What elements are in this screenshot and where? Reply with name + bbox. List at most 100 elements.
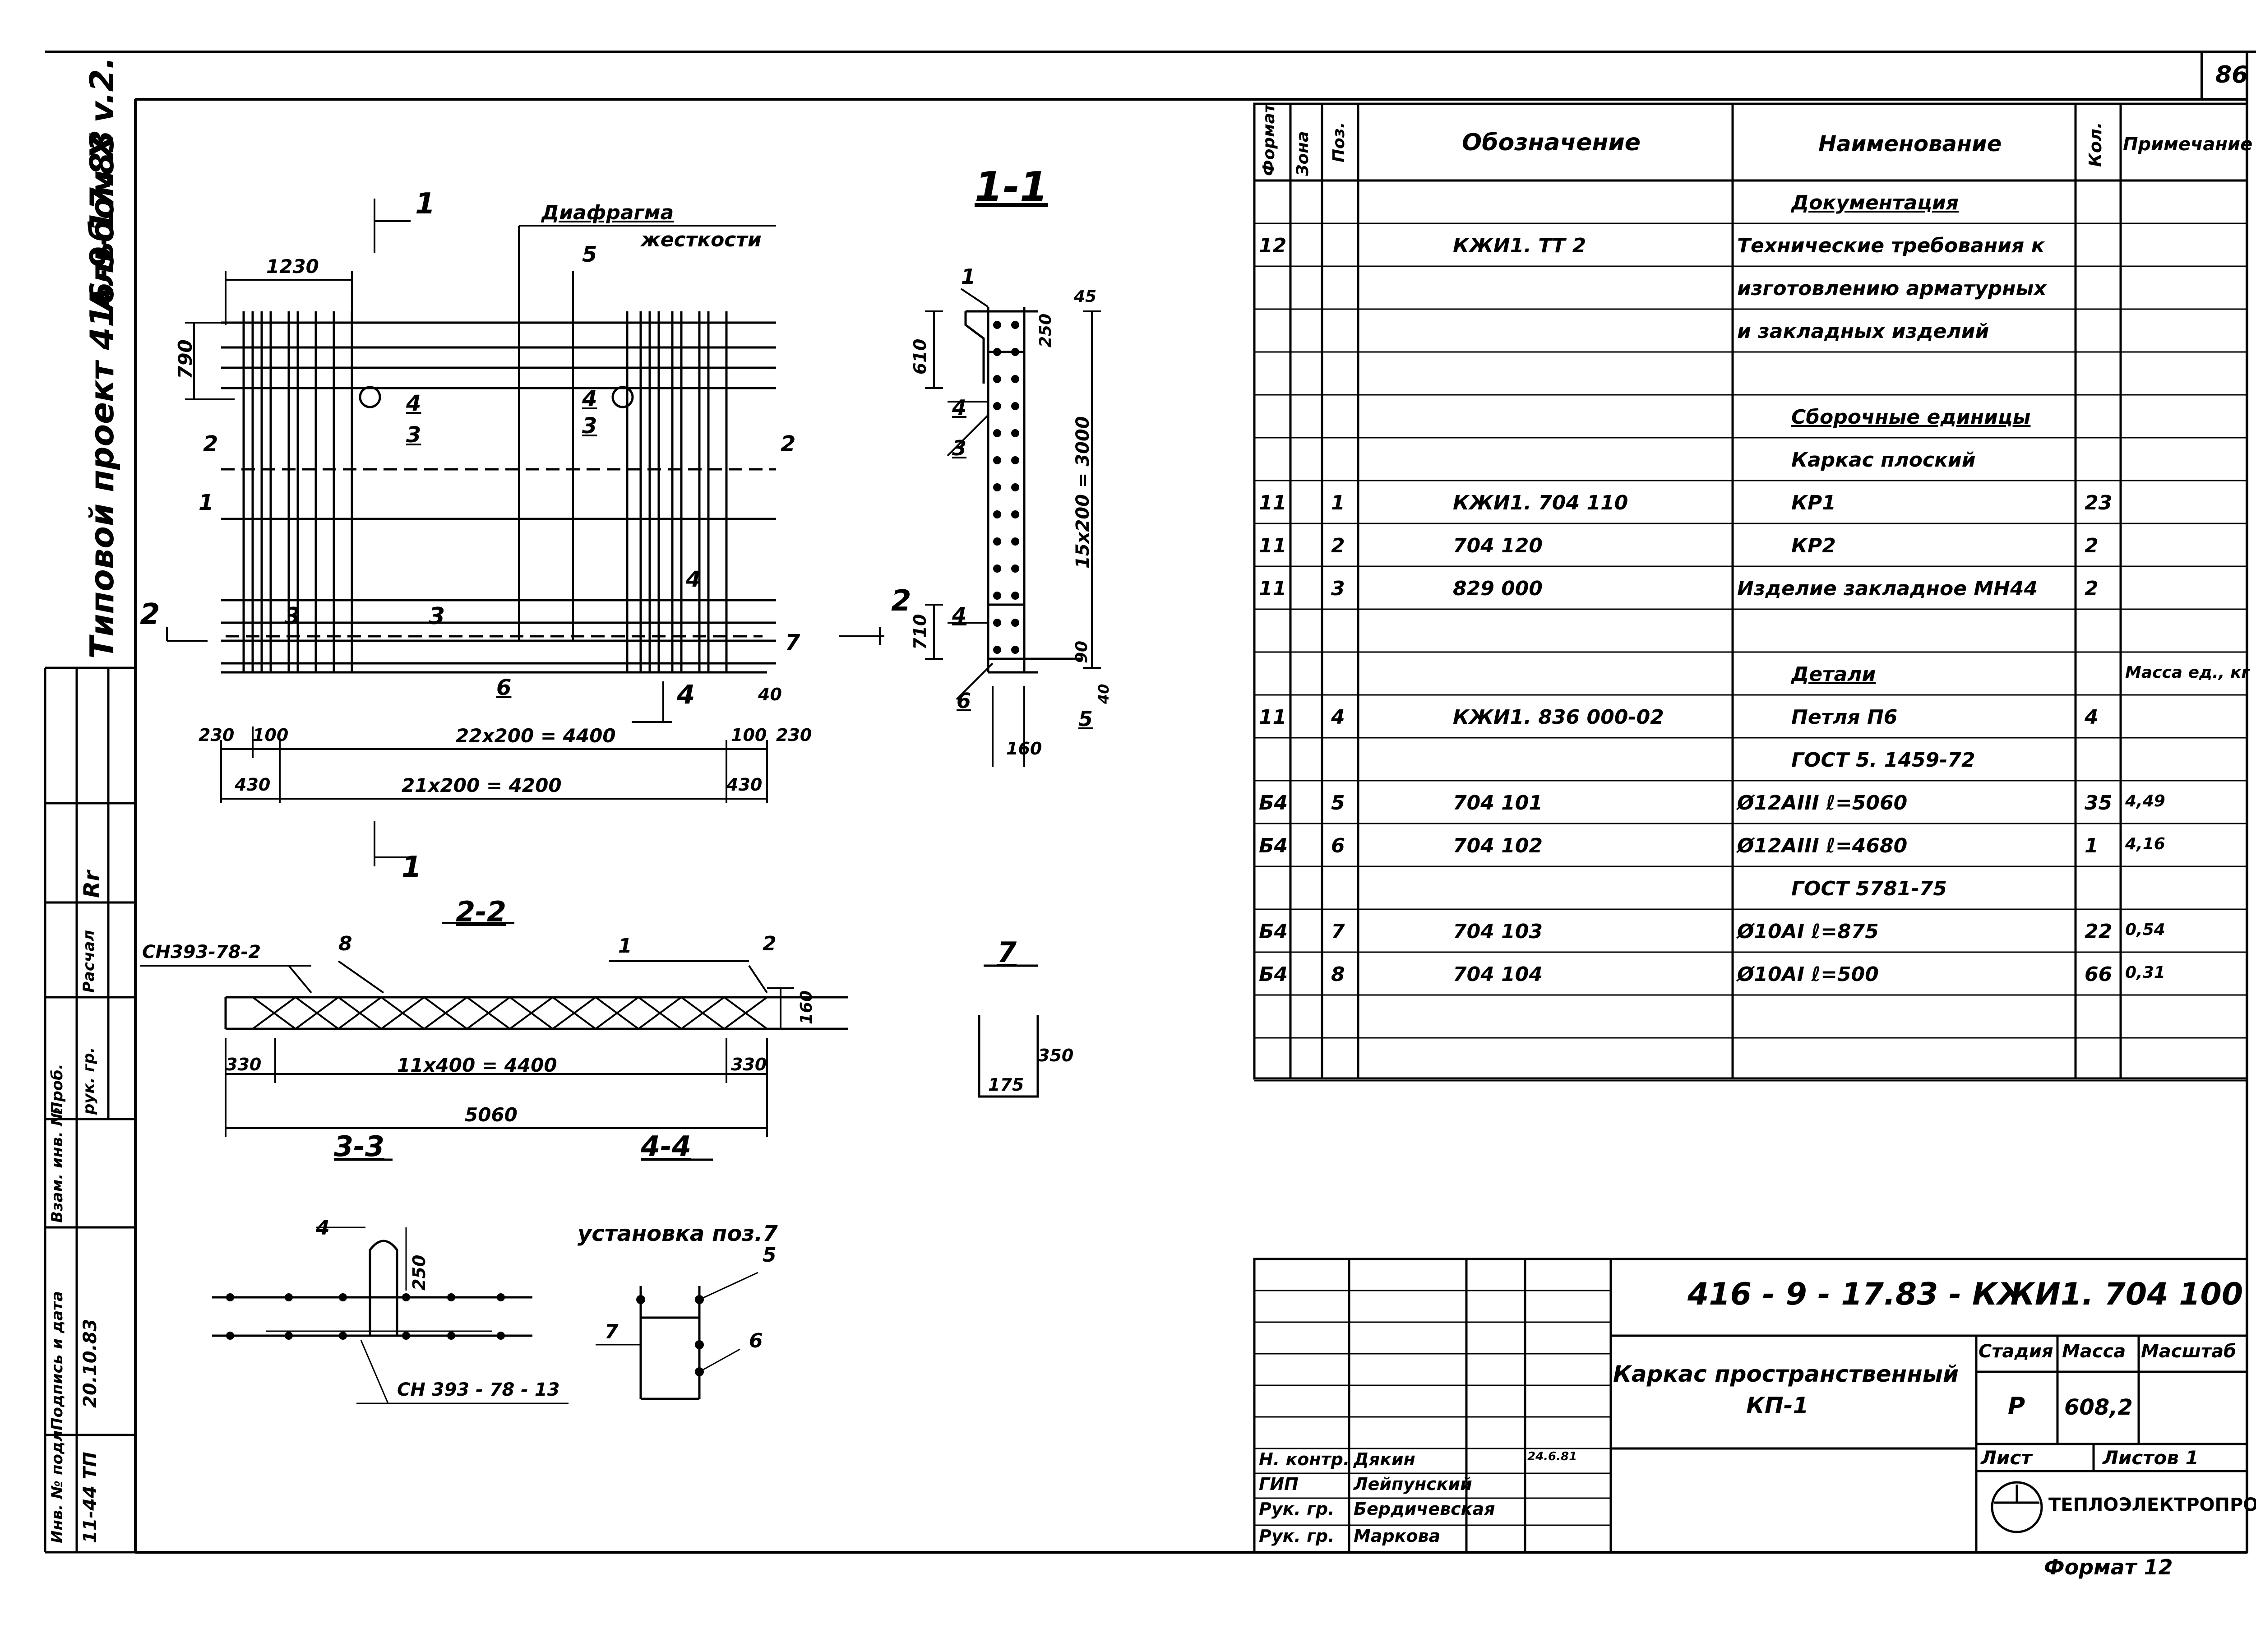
sec22-lattice	[680, 996, 725, 1030]
sec11-bar-dot	[1011, 565, 1019, 573]
spec-cell-pos: 5	[1331, 791, 1345, 814]
sec22-lattice	[552, 996, 596, 1030]
sig-role: Рук. гр.	[1259, 1526, 1335, 1546]
format-label: Формат 12	[2044, 1555, 2173, 1579]
sec22-dim-11x400: 11x400 = 4400	[397, 1054, 557, 1076]
sec22-lattice	[509, 996, 554, 1030]
sec11-section-2-marker: 2	[891, 584, 911, 618]
mass-label: Масса	[2062, 1341, 2126, 1362]
spec-cell-name: Изделие закладное МН44	[1737, 577, 2038, 600]
spec-cell-qty: 1	[2085, 834, 2099, 857]
plan-loop-icon	[611, 386, 634, 408]
spec-header-designation: Обозначение	[1462, 129, 1641, 156]
spec-cell-name: Ø10АI ℓ=500	[1737, 963, 1879, 986]
spec-cell-name: КР1	[1791, 491, 1836, 514]
spec-cell-format: 11	[1259, 534, 1287, 557]
cut-1-bottom-label: 1	[402, 851, 422, 884]
sec11-bar-dot	[1011, 619, 1019, 627]
sec11-bar-dot	[1011, 510, 1019, 518]
sec11-bar-dot	[1011, 456, 1019, 464]
spec-cell-designation: 704 104	[1453, 963, 1543, 986]
spec-cell-pos: 1	[1331, 491, 1345, 514]
pos-4-right-label: 4	[582, 386, 597, 412]
spec-cell-note: Масса ед., кг	[2125, 663, 2250, 682]
spec-header-qty: Кол.	[2085, 122, 2105, 167]
sec33-bar-dot	[226, 1293, 234, 1301]
title-line1: Каркас пространственный	[1613, 1361, 1959, 1387]
sec11-pos-1: 1	[961, 264, 976, 289]
spec-cell-name: ГОСТ 5. 1459-72	[1791, 749, 1975, 772]
section-3-marker-left: 3	[284, 603, 301, 630]
spec-cell-name: и закладных изделий	[1737, 320, 1989, 343]
spec-cell-name: Ø12АIII ℓ=4680	[1737, 834, 1908, 857]
strip-inv-podl-value: 11-44 ТП	[80, 1452, 101, 1543]
spec-header-zone: Зона	[1294, 131, 1312, 176]
sec22-lattice	[337, 996, 382, 1030]
diaphragm-label-1: Диафрагма	[541, 201, 674, 224]
sec22-pos-8: 8	[338, 932, 352, 955]
sig-role: Н. контр.	[1259, 1449, 1350, 1469]
sig-date: 24.6.81	[1527, 1450, 1577, 1463]
sec11-pos-6: 6	[957, 689, 971, 713]
spec-header-pos: Поз.	[1330, 122, 1348, 162]
spec-cell-qty: 35	[2085, 791, 2113, 814]
sec11-bar-dot	[1011, 537, 1019, 546]
title-line2: КП-1	[1746, 1393, 1809, 1419]
pos-6-label: 6	[496, 675, 512, 700]
section-2-2-title: 2-2	[456, 895, 507, 928]
doc-code: 416 - 9 - 17.83 - КЖИ1. 704 100	[1687, 1277, 2243, 1312]
spec-cell-designation: КЖИ1. 836 000-02	[1453, 706, 1664, 729]
spec-cell-pos: 6	[1331, 834, 1345, 857]
sec33-mesh-label: СН 393 - 78 - 13	[397, 1379, 560, 1400]
sec11-pos-4-top: 4	[952, 395, 967, 420]
sec11-dim-45: 45	[1074, 287, 1097, 306]
pos-3-right-label: 3	[582, 413, 597, 439]
spec-cell-name: Технические требования к	[1737, 234, 2045, 257]
spec-cell-designation: 829 000	[1453, 577, 1543, 600]
sec11-bar-dot	[1011, 592, 1019, 600]
scale-label: Масштаб	[2141, 1341, 2237, 1362]
sig-name: Дякин	[1354, 1449, 1415, 1469]
spec-cell-designation: 704 103	[1453, 920, 1543, 943]
sec11-bar-dot	[1011, 321, 1019, 329]
dim-21x200: 21x200 = 4200	[402, 774, 562, 796]
detail-7-dim-350: 350	[1038, 1046, 1074, 1065]
section-1-1-title: 1-1	[975, 163, 1048, 211]
sec22-dim-330-right: 330	[731, 1055, 767, 1074]
sec44-pos-7: 7	[605, 1320, 619, 1343]
sec33-bar-dot	[402, 1332, 410, 1340]
spec-cell-note: 4,49	[2125, 792, 2165, 810]
spec-cell-name: Документация	[1791, 191, 1959, 214]
sec33-bar-dot	[447, 1332, 455, 1340]
spec-cell-pos: 4	[1331, 706, 1345, 729]
sec11-bar-dot	[993, 402, 1001, 410]
sec11-dim-90: 90	[1073, 640, 1091, 663]
spec-cell-designation: КЖИ1. ТТ 2	[1453, 234, 1586, 257]
dim-430-right: 430	[726, 775, 763, 795]
sec11-dim-250: 250	[1036, 313, 1055, 347]
project-label: Типовой проект 416-9-17.83	[83, 130, 121, 659]
sec22-lattice	[723, 996, 768, 1030]
spec-cell-qty: 2	[2085, 534, 2099, 557]
sec11-pos-4-bottom: 4	[952, 603, 967, 627]
strip-ruk-gr: рук. гр.	[80, 1047, 98, 1115]
sec11-bar-dot	[993, 348, 1001, 356]
sec11-bar-dot	[993, 483, 1001, 491]
pos-5-label: 5	[582, 242, 597, 267]
sec22-lattice	[252, 996, 296, 1030]
pos-7-label: 7	[785, 630, 800, 655]
spec-cell-qty: 4	[2085, 706, 2099, 729]
sec44-pos-5: 5	[763, 1244, 777, 1267]
spec-cell-format: Б4	[1259, 920, 1288, 943]
detail-7-title: 7	[997, 936, 1017, 969]
sec11-bar-dot	[993, 321, 1001, 329]
sec22-lattice	[423, 996, 468, 1030]
spec-cell-designation: КЖИ1. 704 110	[1453, 491, 1628, 514]
sec11-bar-dot	[993, 537, 1001, 546]
sec33-bar-dot	[285, 1332, 293, 1340]
pos-2-right-label: 2	[781, 431, 796, 457]
sec11-bar-dot	[993, 619, 1001, 627]
dim-1230: 1230	[266, 255, 319, 278]
cut-1-top-label: 1	[415, 187, 435, 221]
